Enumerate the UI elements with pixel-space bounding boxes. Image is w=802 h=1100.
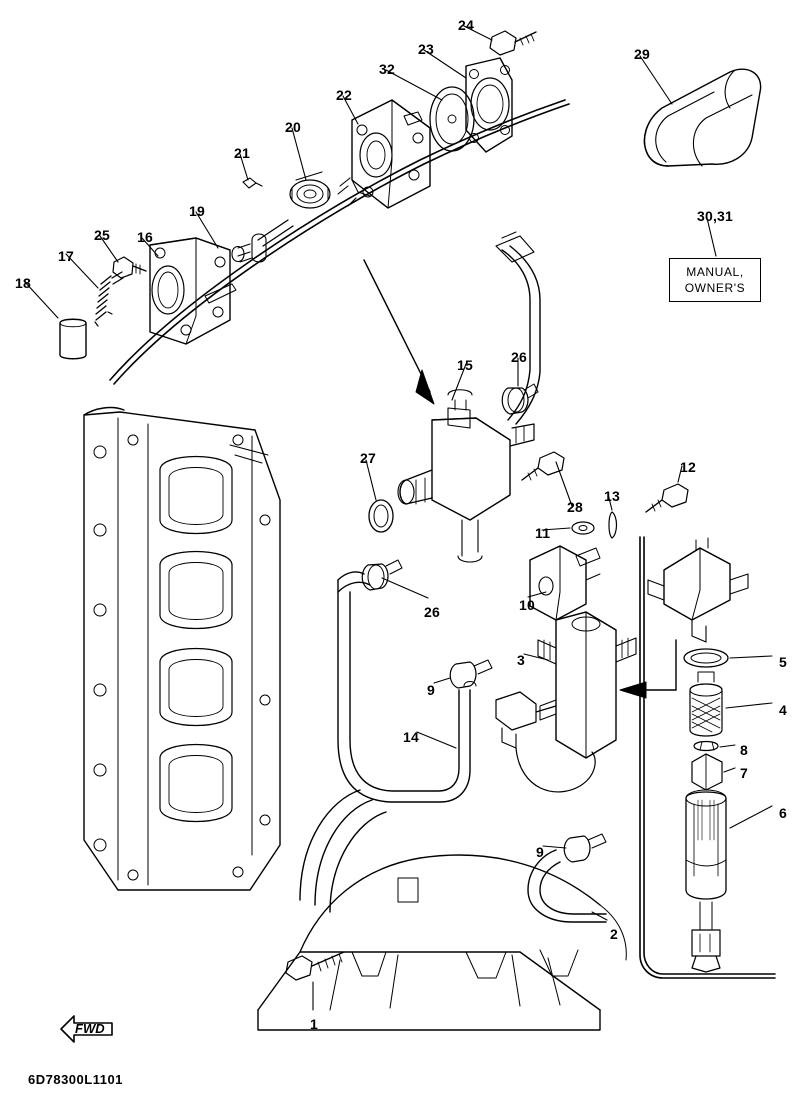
manual-box-line1: MANUAL, bbox=[686, 264, 744, 279]
callout-1: 1 bbox=[310, 1016, 318, 1032]
callout-4: 4 bbox=[779, 702, 787, 718]
callout-12: 12 bbox=[680, 459, 696, 475]
callout-6: 6 bbox=[779, 805, 787, 821]
callout-10: 10 bbox=[519, 597, 535, 613]
callout-9-upper: 9 bbox=[427, 682, 435, 698]
fwd-label: FWD bbox=[75, 1021, 105, 1036]
callout-27: 27 bbox=[360, 450, 376, 466]
manual-box-line2: OWNER'S bbox=[684, 281, 746, 295]
callout-30-31: 30,31 bbox=[697, 208, 734, 224]
callout-28: 28 bbox=[567, 499, 583, 515]
callout-17: 17 bbox=[58, 248, 74, 264]
fwd-direction-badge: FWD bbox=[57, 1012, 115, 1046]
callout-24: 24 bbox=[458, 17, 474, 33]
callout-32: 32 bbox=[379, 61, 395, 77]
callout-20: 20 bbox=[285, 119, 301, 135]
callout-15: 15 bbox=[457, 357, 473, 373]
callout-21: 21 bbox=[234, 145, 250, 161]
callout-26-upper: 26 bbox=[511, 349, 527, 365]
callout-14: 14 bbox=[403, 729, 419, 745]
callout-26-lower: 26 bbox=[424, 604, 440, 620]
diagram-code: 6D78300L1101 bbox=[28, 1072, 123, 1087]
callout-3: 3 bbox=[517, 652, 525, 668]
manual-owners-box: MANUAL, OWNER'S bbox=[669, 258, 761, 302]
callout-23: 23 bbox=[418, 41, 434, 57]
callout-13: 13 bbox=[604, 488, 620, 504]
callout-8: 8 bbox=[740, 742, 748, 758]
callout-19: 19 bbox=[189, 203, 205, 219]
callout-18: 18 bbox=[15, 275, 31, 291]
callout-5: 5 bbox=[779, 654, 787, 670]
callout-11: 11 bbox=[535, 525, 551, 541]
callout-16: 16 bbox=[137, 229, 153, 245]
callout-9-lower: 9 bbox=[536, 844, 544, 860]
callout-7: 7 bbox=[740, 765, 748, 781]
fwd-arrow-icon bbox=[60, 1015, 113, 1043]
callout-29: 29 bbox=[634, 46, 650, 62]
callout-25: 25 bbox=[94, 227, 110, 243]
callout-22: 22 bbox=[336, 87, 352, 103]
callout-2: 2 bbox=[610, 926, 618, 942]
